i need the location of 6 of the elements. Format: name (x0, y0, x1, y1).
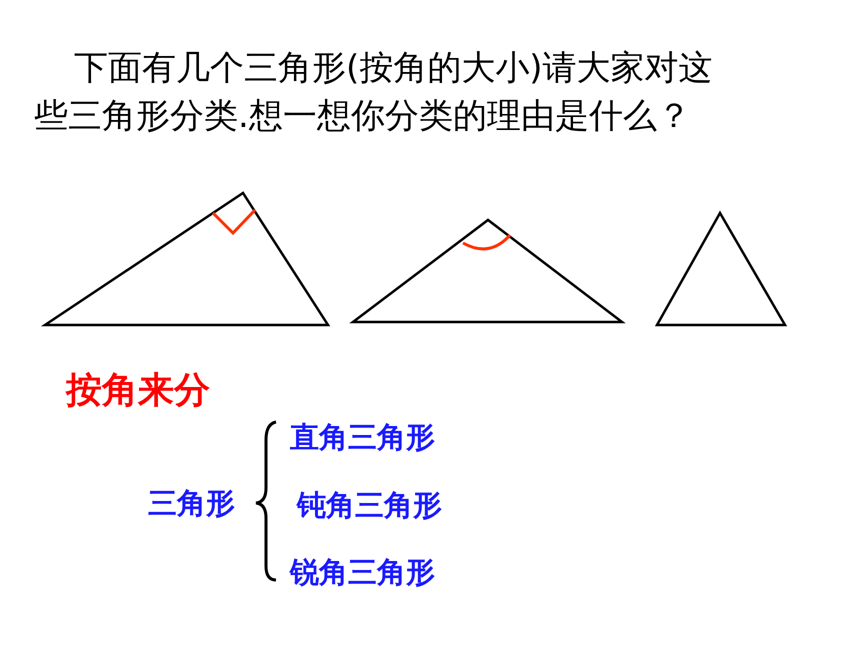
instruction-text: 下面有几个三角形(按角的大小)请大家对这些三角形分类.想一想你分类的理由是什么？ (34, 47, 714, 138)
subcategory-text: 直角三角形 (290, 419, 435, 456)
category-text: 三角形 (148, 485, 235, 522)
heading-text: 按角来分 (66, 369, 210, 413)
subcategory-text: 钝角三角形 (297, 487, 442, 524)
subcategory-text: 锐角三角形 (290, 554, 435, 591)
